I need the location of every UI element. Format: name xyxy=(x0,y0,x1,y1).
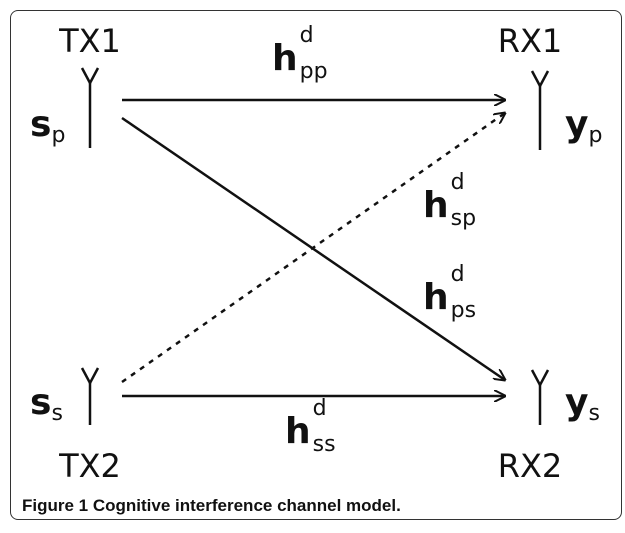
figure-frame xyxy=(10,10,622,520)
tx1-antenna-icon xyxy=(80,67,100,148)
rx2-label: RX2 xyxy=(498,447,563,485)
tx1-label: TX1 xyxy=(58,22,121,60)
rx1-label: RX1 xyxy=(498,22,563,60)
rx1-antenna-icon xyxy=(530,70,550,150)
rx1-signal: yp xyxy=(565,104,602,148)
channel-sp-arrow xyxy=(121,113,505,384)
rx2-antenna-icon xyxy=(530,369,550,425)
figure-caption: Figure 1 Cognitive interference channel … xyxy=(22,496,401,516)
tx2-signal: ss xyxy=(30,382,63,426)
figure-caption-text: Cognitive interference channel model. xyxy=(92,496,401,515)
rx2-signal: ys xyxy=(565,382,600,426)
figure-caption-prefix: Figure 1 xyxy=(22,496,89,515)
tx2-label: TX2 xyxy=(58,447,121,485)
tx2-antenna-icon xyxy=(80,367,100,425)
tx1-signal: sp xyxy=(30,104,65,148)
